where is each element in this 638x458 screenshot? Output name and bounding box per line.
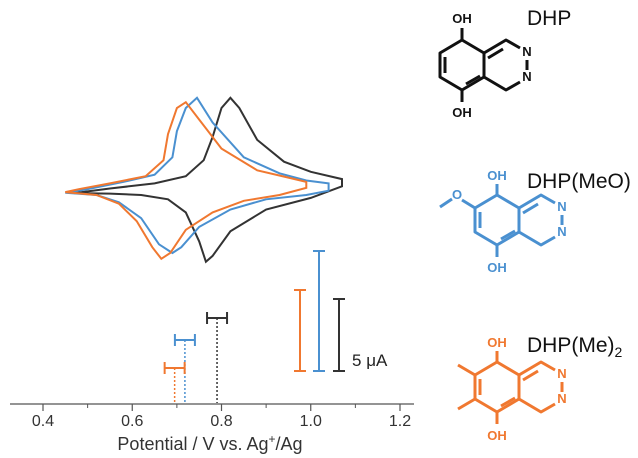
dhp-oh-bottom: OH <box>452 105 472 120</box>
dhp-meo-label: DHP(MeO) <box>527 170 631 193</box>
current-scale-bars <box>294 250 345 372</box>
dhp-n2: N <box>522 69 531 84</box>
cv-curve-dhp <box>74 96 343 264</box>
dhp-n1: N <box>522 44 531 59</box>
cv-curve-dhp-me2 <box>65 100 308 261</box>
x-axis-label: Potential / V vs. Ag+/Ag <box>117 432 302 454</box>
structure-dhp <box>438 28 521 102</box>
x-axis: 0.4 0.6 0.8 1.0 1.2 <box>10 403 414 430</box>
dhp-label: DHP <box>527 7 571 30</box>
dhp-meo-n2: N <box>557 224 566 239</box>
cv-curves <box>65 96 343 264</box>
structure-dhp-me2 <box>457 351 556 424</box>
dhp-me2-label: DHP(Me)2 <box>527 334 623 360</box>
cv-curve-dhp-meo <box>65 96 330 255</box>
dhp-me2-oh-top: OH <box>487 335 507 350</box>
x-tick-label: 1.2 <box>389 413 411 430</box>
dhp-me2-n2: N <box>557 391 566 406</box>
structure-dhp-meo <box>439 184 556 257</box>
x-tick-label: 0.6 <box>121 413 143 430</box>
x-tick-label: 0.8 <box>210 413 232 430</box>
dhp-meo-o: O <box>452 187 462 202</box>
e-half-markers <box>163 312 229 403</box>
x-tick-label: 0.4 <box>32 413 54 430</box>
dhp-meo-oh-top: OH <box>487 168 507 183</box>
dhp-me2-oh-bottom: OH <box>487 428 507 443</box>
dhp-me2-n1: N <box>557 366 566 381</box>
scale-bar-label: 5 μA <box>352 351 388 370</box>
dhp-meo-oh-bottom: OH <box>487 260 507 275</box>
dhp-meo-n1: N <box>557 199 566 214</box>
x-tick-label: 1.0 <box>300 413 322 430</box>
dhp-oh-top: OH <box>452 11 472 26</box>
